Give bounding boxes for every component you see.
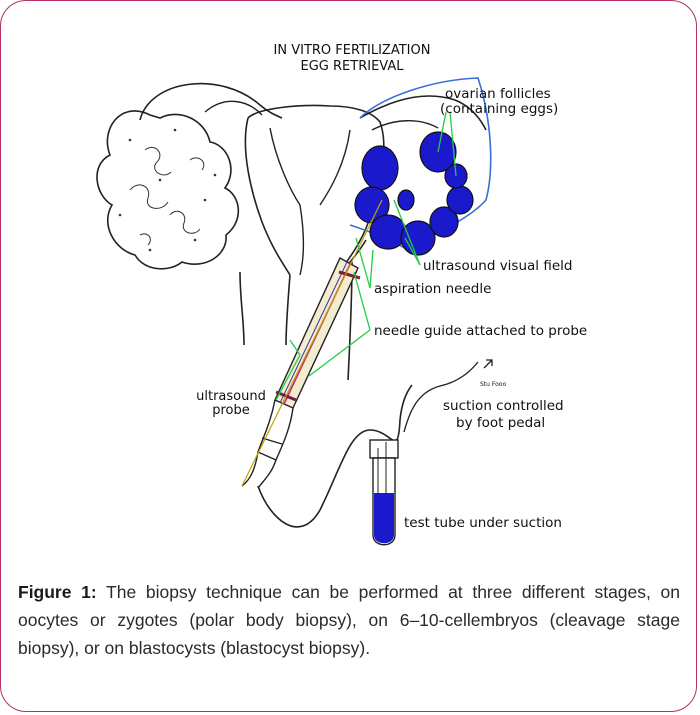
- left-ovary-texture: [130, 147, 204, 245]
- figure-caption: Figure 1: The biopsy technique can be pe…: [18, 578, 680, 662]
- label-test-tube: test tube under suction: [404, 515, 562, 531]
- label-follicles-line2: (containing eggs): [440, 101, 558, 117]
- left-ovary-dots: [119, 129, 217, 252]
- left-fallopian-tube-inner: [205, 101, 262, 115]
- test-tube: [370, 440, 398, 545]
- label-probe-line2: probe: [212, 403, 250, 418]
- label-follicles-line1: ovarian follicles: [445, 86, 551, 102]
- ivf-egg-retrieval-diagram: IN VITRO FERTILIZATION EGG RETRIEVAL: [0, 0, 700, 570]
- pedal-marking: Stu Fooo: [480, 381, 506, 388]
- label-probe-line1: ultrasound: [196, 389, 266, 404]
- left-ovary: [97, 111, 238, 269]
- label-aspiration-needle: aspiration needle: [374, 281, 491, 297]
- ovarian-follicles: [355, 132, 473, 255]
- aspiration-needle-line: [242, 200, 382, 486]
- diagram-title-line2: EGG RETRIEVAL: [301, 59, 405, 74]
- diagram-title-line1: IN VITRO FERTILIZATION: [274, 43, 431, 58]
- uterus-left-wall: [245, 118, 290, 275]
- label-suction-line2: by foot pedal: [456, 415, 545, 431]
- label-needle-guide: needle guide attached to probe: [374, 323, 587, 339]
- label-visual-field: ultrasound visual field: [423, 258, 572, 274]
- vaginal-wall-left: [240, 272, 244, 345]
- cervix-left: [286, 275, 290, 345]
- caption-label: Figure 1:: [18, 582, 97, 602]
- uterus-cavity: [270, 128, 350, 275]
- caption-text: The biopsy technique can be performed at…: [18, 582, 680, 658]
- label-suction-line1: suction controlled: [443, 398, 564, 414]
